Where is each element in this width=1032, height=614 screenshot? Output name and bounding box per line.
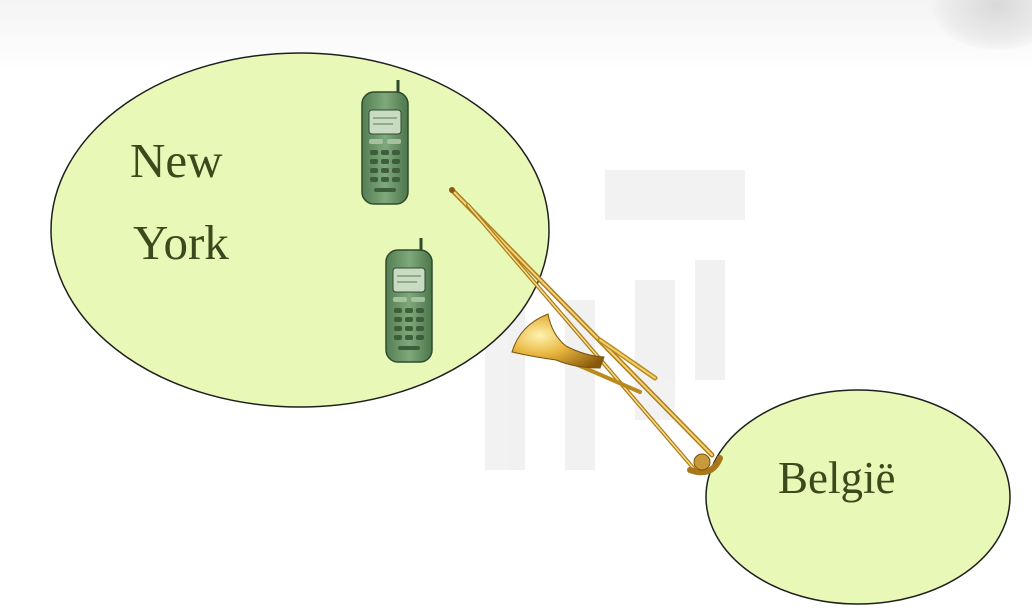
region-belgie [705, 389, 1011, 605]
mobile-phone-icon [361, 80, 409, 205]
region-label-new-york-line-2: York [133, 215, 229, 270]
region-label-new-york-line-1: New [130, 133, 223, 188]
header-band [0, 0, 1032, 70]
trombone-icon [449, 187, 723, 476]
region-new-york [50, 52, 550, 408]
region-label-belgie: België [778, 453, 896, 503]
mobile-phone-icon [385, 238, 433, 363]
